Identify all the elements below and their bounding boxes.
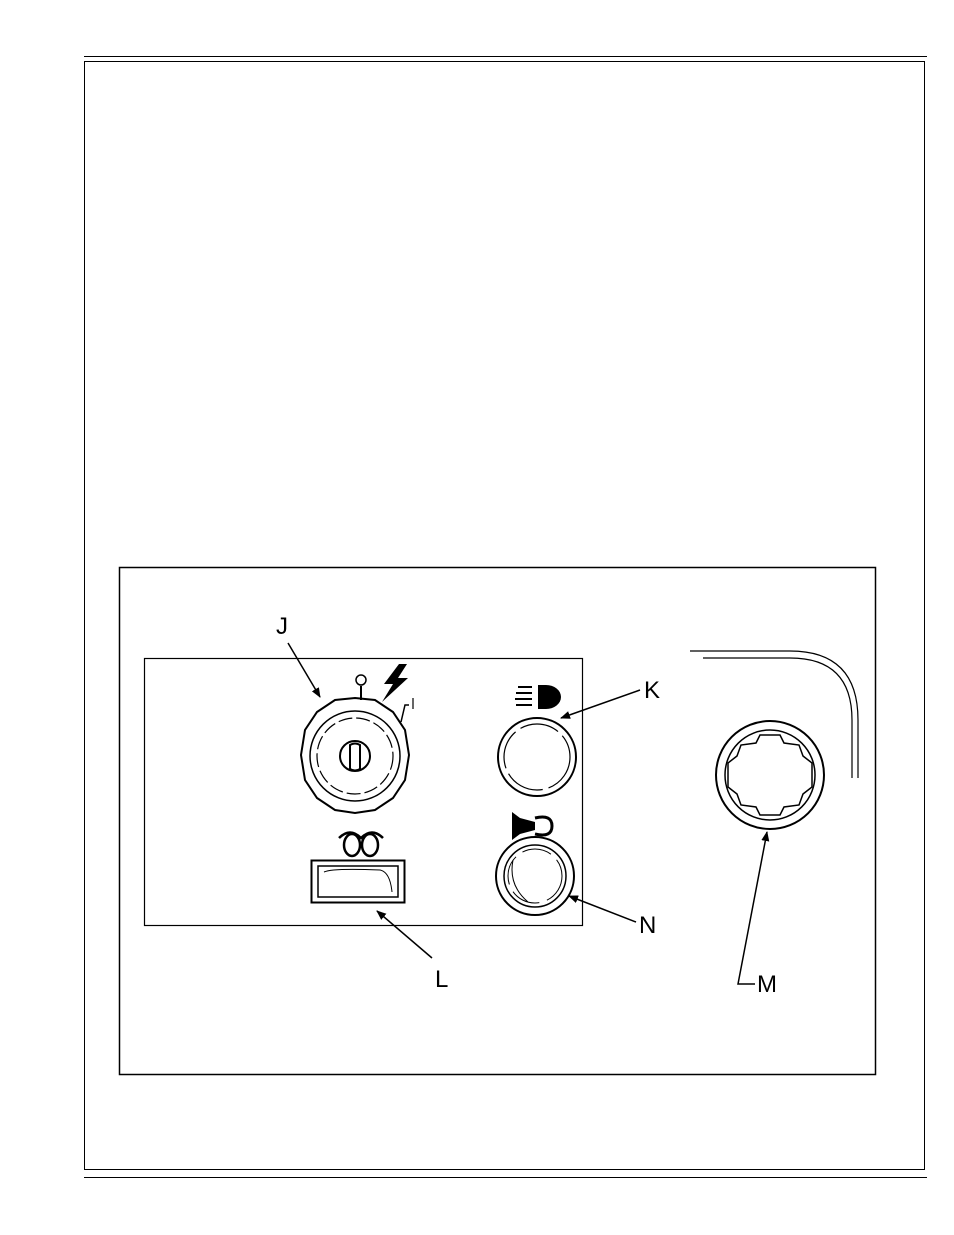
glow-plug-icon <box>339 833 383 857</box>
ignition-key-switch <box>301 698 409 813</box>
headlight-switch <box>498 718 576 796</box>
lightning-bolt-icon <box>382 664 408 702</box>
horn-icon <box>512 812 552 840</box>
leader-lines <box>288 643 767 984</box>
callout-l: L <box>435 966 448 993</box>
callout-j: J <box>276 613 288 640</box>
headlight-icon <box>515 685 561 709</box>
figure-frame <box>120 568 876 1075</box>
glow-plug-indicator <box>312 861 405 903</box>
callout-k: K <box>644 677 660 704</box>
fuel-cap-icon <box>716 721 824 829</box>
callout-n: N <box>639 912 656 939</box>
horn-button <box>496 837 574 915</box>
ignition-off-mark <box>356 675 366 700</box>
ignition-start-mark <box>401 698 413 722</box>
callout-m: M <box>757 971 777 998</box>
